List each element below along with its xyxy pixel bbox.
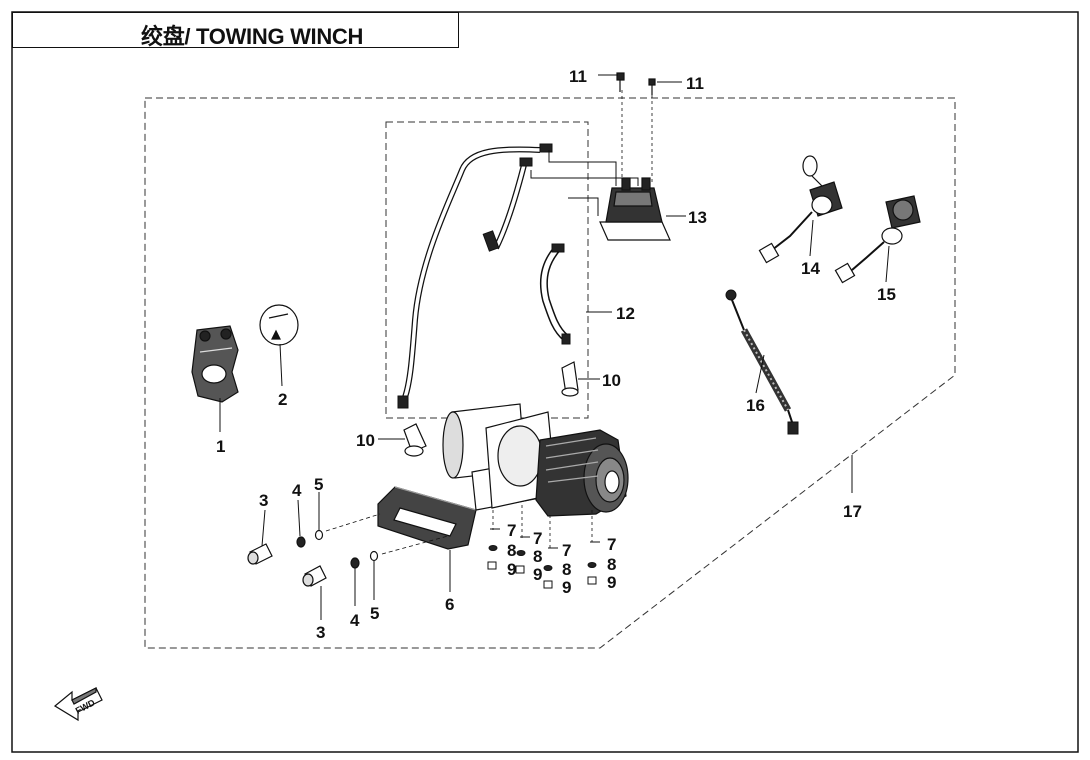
callout-5b: 5 [370,604,379,623]
callout-11b: 11 [686,74,704,93]
callout-7d: 7 [607,535,616,554]
callout-11a: 11 [569,67,587,86]
parts-7-8-9-fasteners [487,505,600,589]
callout-9c: 9 [562,578,571,597]
callout-6: 6 [445,595,454,614]
part-14-socket [758,155,843,264]
callout-3a: 3 [259,491,268,510]
callout-8d: 8 [607,555,616,574]
page-title: 绞盘/ TOWING WINCH [141,24,364,49]
callout-8b: 8 [533,547,542,566]
title-box: 绞盘/ TOWING WINCH [12,12,459,49]
callout-4a: 4 [292,481,302,500]
part-10-plugs [403,361,579,457]
callout-13: 13 [688,208,707,227]
part-16-coiled-lead [725,289,799,435]
part-11-bolts [616,72,656,185]
callout-9b: 9 [533,565,542,584]
callout-3b: 3 [316,623,325,642]
part-6-fairlead [377,486,477,550]
winch-body [442,403,629,517]
outer-border [11,11,1079,753]
callout-1: 1 [216,437,225,456]
callout-2: 2 [278,390,287,409]
part-1-bracket [191,325,239,403]
part-15-socket [834,195,921,284]
callout-8a: 8 [507,541,516,560]
callout-14: 14 [801,259,820,278]
fwd-arrow-icon [53,687,103,722]
callout-9a: 9 [507,560,516,579]
callout-7b: 7 [533,529,542,548]
parts-3-4-5-fasteners [247,513,449,587]
callout-10a: 10 [602,371,621,390]
callout-7c: 7 [562,541,571,560]
callout-7a: 7 [507,521,516,540]
callout-16: 16 [746,396,765,415]
wiring-kit-outline [385,121,589,419]
part-13-contactor [599,177,671,241]
assembly-outline [144,97,956,649]
leader-lines [219,74,890,620]
callout-15: 15 [877,285,896,304]
callout-9d: 9 [607,573,616,592]
callout-17: 17 [843,502,862,521]
callout-5a: 5 [314,475,323,494]
callout-4b: 4 [350,611,360,630]
callout-10b: 10 [356,431,375,450]
callout-12: 12 [616,304,635,323]
callout-8c: 8 [562,560,571,579]
part-12-cables [397,143,571,409]
part-2-cap [259,304,299,346]
